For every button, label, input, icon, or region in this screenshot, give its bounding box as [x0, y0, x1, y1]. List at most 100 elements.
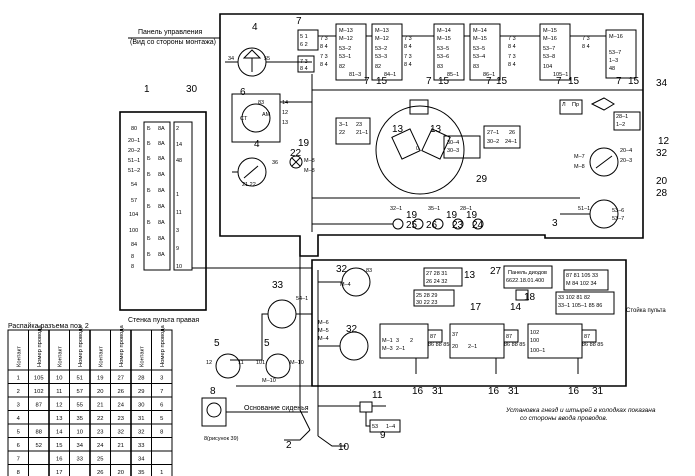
callout-7: 7	[616, 76, 622, 87]
callout-11: 11	[372, 390, 383, 401]
svg-text:82: 82	[375, 64, 381, 70]
pin-table-cell: 11	[56, 389, 62, 395]
svg-text:83: 83	[258, 100, 264, 106]
svg-text:84–1: 84–1	[384, 72, 396, 78]
panel-title: Панель управления	[138, 29, 203, 36]
pin-table-cell: 5	[160, 416, 163, 422]
pin-table-cell: 5	[17, 430, 20, 436]
diode-panel-code: 6622.18.01.400	[506, 278, 544, 284]
svg-text:M–12: M–12	[375, 36, 389, 42]
callout-20: 20	[656, 176, 668, 187]
callout-4: 4	[254, 139, 260, 150]
svg-text:1: 1	[176, 192, 179, 198]
callout-13: 13	[464, 270, 476, 281]
pin-table-cell: 32	[138, 430, 144, 436]
pin-table-cell: 51	[77, 376, 83, 382]
svg-text:83: 83	[437, 64, 443, 70]
install-note-2: со стороны ввода проводов.	[520, 414, 608, 422]
svg-text:12: 12	[206, 360, 212, 366]
callout-13: 13	[392, 124, 404, 135]
svg-text:100: 100	[530, 338, 539, 344]
svg-text:26 24 32: 26 24 32	[426, 279, 447, 285]
svg-text:8 4: 8 4	[508, 62, 516, 68]
callout-31: 31	[432, 386, 444, 397]
pin-table-cell: 35	[77, 416, 83, 422]
svg-text:5 1: 5 1	[300, 34, 308, 40]
svg-text:81–3: 81–3	[349, 72, 361, 78]
svg-text:11: 11	[176, 210, 182, 216]
svg-text:8: 8	[131, 264, 134, 270]
connector-18	[515, 289, 529, 301]
svg-text:8А: 8А	[158, 156, 165, 162]
svg-text:25 28 29: 25 28 29	[416, 293, 437, 299]
pin-table-cell: 15	[56, 443, 62, 449]
svg-text:102: 102	[530, 330, 539, 336]
svg-text:14: 14	[176, 142, 182, 148]
svg-text:23: 23	[356, 122, 362, 128]
svg-text:20–3: 20–3	[620, 158, 632, 164]
svg-text:0: 0	[416, 146, 419, 152]
wall-right-label: Стенка пульта правая	[128, 317, 199, 324]
seat-base-label: Основание сиденья	[244, 405, 309, 412]
svg-text:37: 37	[452, 332, 458, 338]
svg-text:7 3: 7 3	[508, 54, 516, 60]
svg-text:30 22 23: 30 22 23	[416, 300, 437, 306]
pin-table-header: Контакт	[98, 346, 104, 367]
switch-29	[375, 105, 465, 195]
svg-text:M–8: M–8	[304, 168, 315, 174]
callout-8: 8	[210, 386, 216, 397]
pin-table-cell: 23	[118, 416, 124, 422]
pin-table-cell: 33	[77, 457, 83, 463]
svg-text:33–1 105–1 85 86: 33–1 105–1 85 86	[558, 303, 602, 309]
svg-text:51–1: 51–1	[128, 158, 140, 164]
pin-table-cell: 23	[97, 430, 103, 436]
connector-20-4	[443, 135, 481, 159]
svg-text:M–15: M–15	[543, 28, 557, 34]
svg-text:83: 83	[473, 64, 479, 70]
svg-text:53–3: 53–3	[375, 54, 387, 60]
callout-32: 32	[346, 324, 358, 335]
callout-7: 7	[364, 76, 370, 87]
svg-text:8А: 8А	[158, 236, 165, 242]
svg-text:M–14: M–14	[473, 28, 487, 34]
svg-text:84: 84	[131, 242, 137, 248]
pin-table-cell: 105	[34, 376, 44, 382]
pin-table-cell: 57	[77, 389, 83, 395]
svg-text:M–8: M–8	[304, 158, 315, 164]
svg-text:86 88 85: 86 88 85	[428, 342, 449, 348]
switch-6	[231, 93, 281, 143]
svg-text:8 4: 8 4	[404, 62, 412, 68]
pin-table-header: Контакт	[16, 346, 22, 367]
callout-13: 13	[430, 124, 442, 135]
svg-text:7 3: 7 3	[300, 59, 308, 65]
connector-28	[613, 111, 641, 131]
svg-text:53–5: 53–5	[437, 46, 449, 52]
svg-text:8 4: 8 4	[582, 44, 590, 50]
callout-16: 16	[568, 386, 580, 397]
callout-15: 15	[496, 76, 508, 87]
svg-text:53–6: 53–6	[612, 208, 624, 214]
svg-text:M–15: M–15	[437, 36, 451, 42]
svg-text:53–6: 53–6	[437, 54, 449, 60]
svg-text:8А: 8А	[158, 141, 165, 147]
svg-text:20–2: 20–2	[128, 148, 140, 154]
svg-text:М–10: М–10	[290, 360, 304, 366]
svg-text:М–4: М–4	[340, 282, 351, 288]
pin-table-header: Контакт	[57, 346, 63, 367]
callout-15: 15	[376, 76, 388, 87]
svg-text:20–4: 20–4	[620, 148, 632, 154]
svg-text:14: 14	[282, 100, 288, 106]
svg-text:7 3: 7 3	[582, 36, 590, 42]
svg-text:8 4: 8 4	[320, 62, 328, 68]
svg-text:M–16: M–16	[609, 34, 623, 40]
svg-text:85–1: 85–1	[447, 72, 459, 78]
callout-15: 15	[568, 76, 580, 87]
pin-table-cell: 8	[160, 430, 163, 436]
svg-text:22: 22	[339, 130, 345, 136]
svg-text:87: 87	[506, 334, 512, 340]
pin-table-cell: 13	[56, 416, 62, 422]
